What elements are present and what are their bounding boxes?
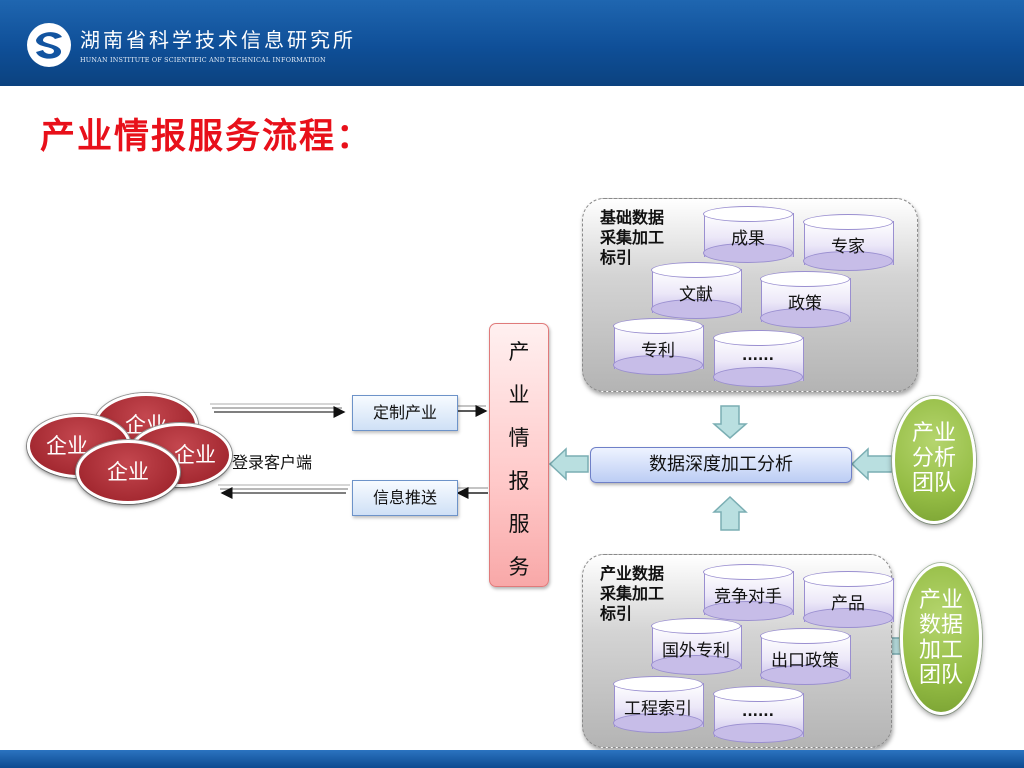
custom-industry-box: 定制产业 xyxy=(352,395,458,431)
org-name-en: HUNAN INSTITUTE OF SCIENTIFIC AND TECHNI… xyxy=(80,56,326,64)
industry-intelligence-service-box: 产 业 情 报 服 务 xyxy=(489,323,549,587)
page-title: 产业情报服务流程： xyxy=(40,116,374,157)
deep-analysis-box: 数据深度加工分析 xyxy=(590,447,852,483)
basic-data-panel-label: 基础数据 采集加工 标引 xyxy=(600,208,665,267)
up-arrow-icon xyxy=(712,495,748,531)
service-to-push-arrow xyxy=(456,487,488,499)
database-more: ...... xyxy=(713,330,804,388)
enterprise-to-custom-arrow xyxy=(210,403,346,418)
enterprise-node: 企业 xyxy=(76,440,180,504)
footer-bar xyxy=(0,750,1024,768)
database-more-industry: ...... xyxy=(713,686,804,744)
info-push-box: 信息推送 xyxy=(352,480,458,516)
database-products: 产品 xyxy=(803,571,894,629)
org-name-zh: 湖南省科学技术信息研究所 xyxy=(80,28,356,52)
database-competitors: 竞争对手 xyxy=(703,564,794,622)
database-experts: 专家 xyxy=(803,214,894,272)
custom-to-service-arrow xyxy=(456,405,488,417)
industry-analysis-team: 产业 分析 团队 xyxy=(892,396,976,524)
database-literature: 文献 xyxy=(651,262,742,320)
database-results: 成果 xyxy=(703,206,794,264)
industry-data-panel-label: 产业数据 采集加工 标引 xyxy=(600,564,665,623)
database-engineering-index: 工程索引 xyxy=(613,676,704,734)
database-policy: 政策 xyxy=(760,271,851,329)
client-login-label: 登录客户端 xyxy=(232,453,313,472)
database-patent: 专利 xyxy=(613,318,704,376)
database-export-policy: 出口政策 xyxy=(760,628,851,686)
institute-logo-icon xyxy=(27,23,71,67)
header-banner: 湖南省科学技术信息研究所 HUNAN INSTITUTE OF SCIENTIF… xyxy=(0,0,1024,86)
down-arrow-icon xyxy=(712,405,748,439)
industry-data-team: 产业 数据 加工 团队 xyxy=(900,563,982,715)
push-to-enterprise-arrow xyxy=(218,484,350,499)
left-arrow-icon xyxy=(548,447,589,481)
database-foreign-patents: 国外专利 xyxy=(651,618,742,676)
team-to-analysis-arrow-icon xyxy=(850,447,893,481)
